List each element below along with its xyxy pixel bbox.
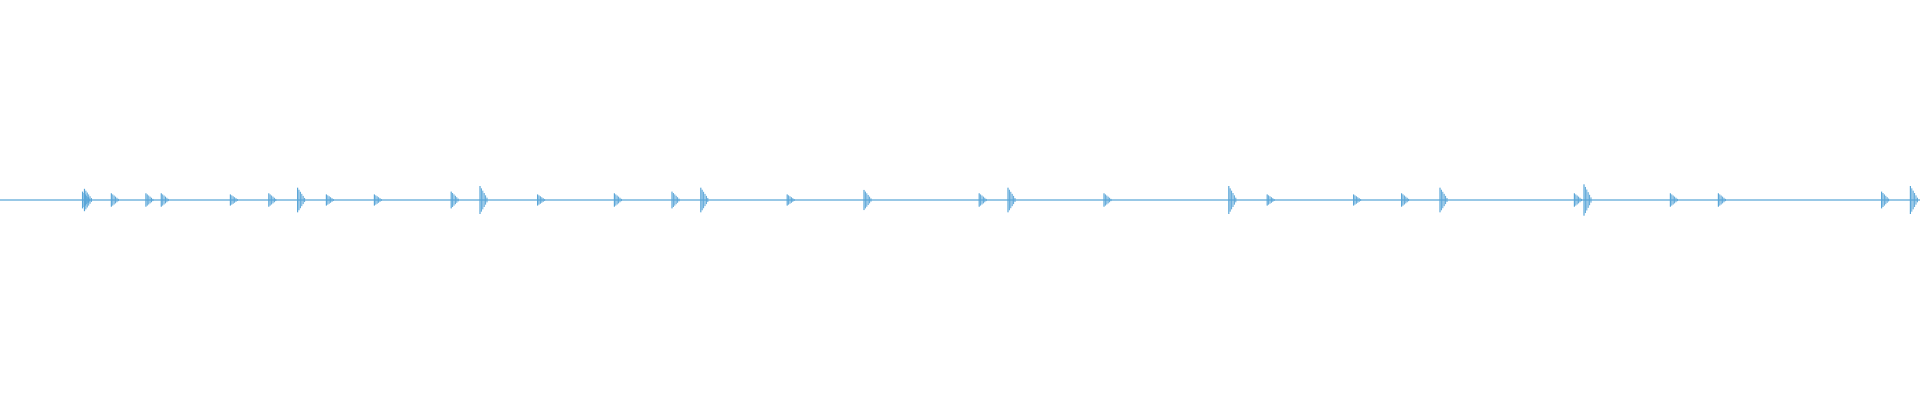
audio-waveform xyxy=(0,184,1920,216)
waveform-view xyxy=(0,184,1920,216)
